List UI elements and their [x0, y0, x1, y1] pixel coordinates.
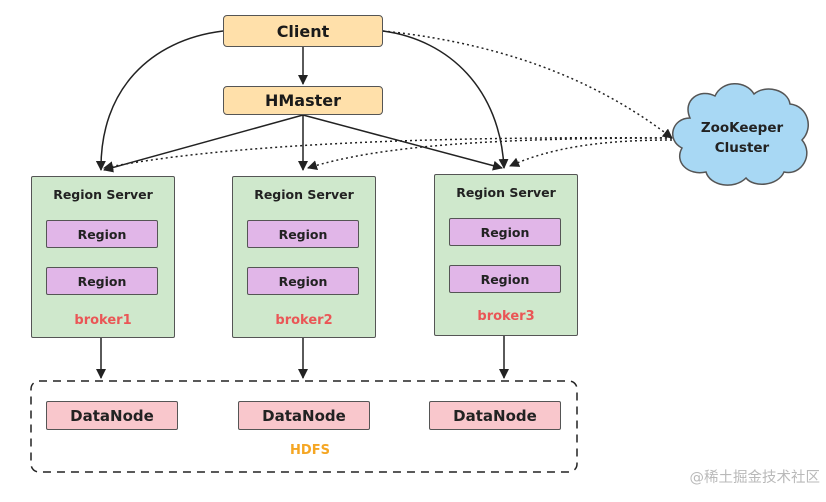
client-to-server1-arrow — [95, 30, 224, 171]
zookeeper-label-line1: ZooKeeper — [700, 120, 784, 136]
region-server-title: Region Server — [254, 187, 354, 202]
region-server-title: Region Server — [53, 187, 153, 202]
region-box: Region — [247, 220, 359, 248]
zookeeper-to-server1-dotted-arrow — [103, 136, 673, 172]
watermark: @稀土掘金技术社区 — [689, 470, 821, 486]
broker-label: broker3 — [477, 309, 535, 324]
client-to-server3-arrow — [382, 30, 509, 169]
zookeeper-to-server2-dotted-arrow — [307, 137, 673, 171]
broker-label: broker2 — [275, 313, 333, 328]
datanode-label: DataNode — [70, 406, 154, 425]
region-box: Region — [449, 218, 561, 246]
datanode-1: DataNode — [46, 401, 178, 430]
hdfs-label: HDFS — [290, 443, 330, 458]
zookeeper-label-line2: Cluster — [714, 140, 770, 156]
region-server-title: Region Server — [456, 185, 556, 200]
zookeeper-to-server3-dotted-arrow — [509, 139, 673, 167]
client-to-zookeeper-dotted-arrow — [382, 30, 673, 139]
hdfs-container — [30, 380, 578, 473]
region-box: Region — [449, 265, 561, 293]
hmaster-to-server3-arrow — [302, 114, 503, 171]
zookeeper-label: ZooKeeper Cluster — [672, 118, 812, 158]
datanode-label: DataNode — [262, 406, 346, 425]
region-server-2: Region Server Region Region broker2 — [232, 176, 376, 338]
client-label: Client — [276, 21, 330, 41]
region-box: Region — [247, 267, 359, 295]
hmaster-label: HMaster — [264, 91, 342, 110]
client-box: Client — [223, 15, 383, 47]
region-server-3: Region Server Region Region broker3 — [434, 174, 578, 336]
zookeeper-cloud — [672, 83, 809, 186]
datanode-2: DataNode — [238, 401, 370, 430]
hmaster-box: HMaster — [223, 86, 383, 115]
broker-label: broker1 — [74, 313, 132, 328]
datanode-label: DataNode — [453, 406, 537, 425]
region-box: Region — [46, 220, 158, 248]
region-server-1: Region Server Region Region broker1 — [31, 176, 175, 338]
hmaster-to-server1-arrow — [103, 114, 304, 173]
region-box: Region — [46, 267, 158, 295]
datanode-3: DataNode — [429, 401, 561, 430]
